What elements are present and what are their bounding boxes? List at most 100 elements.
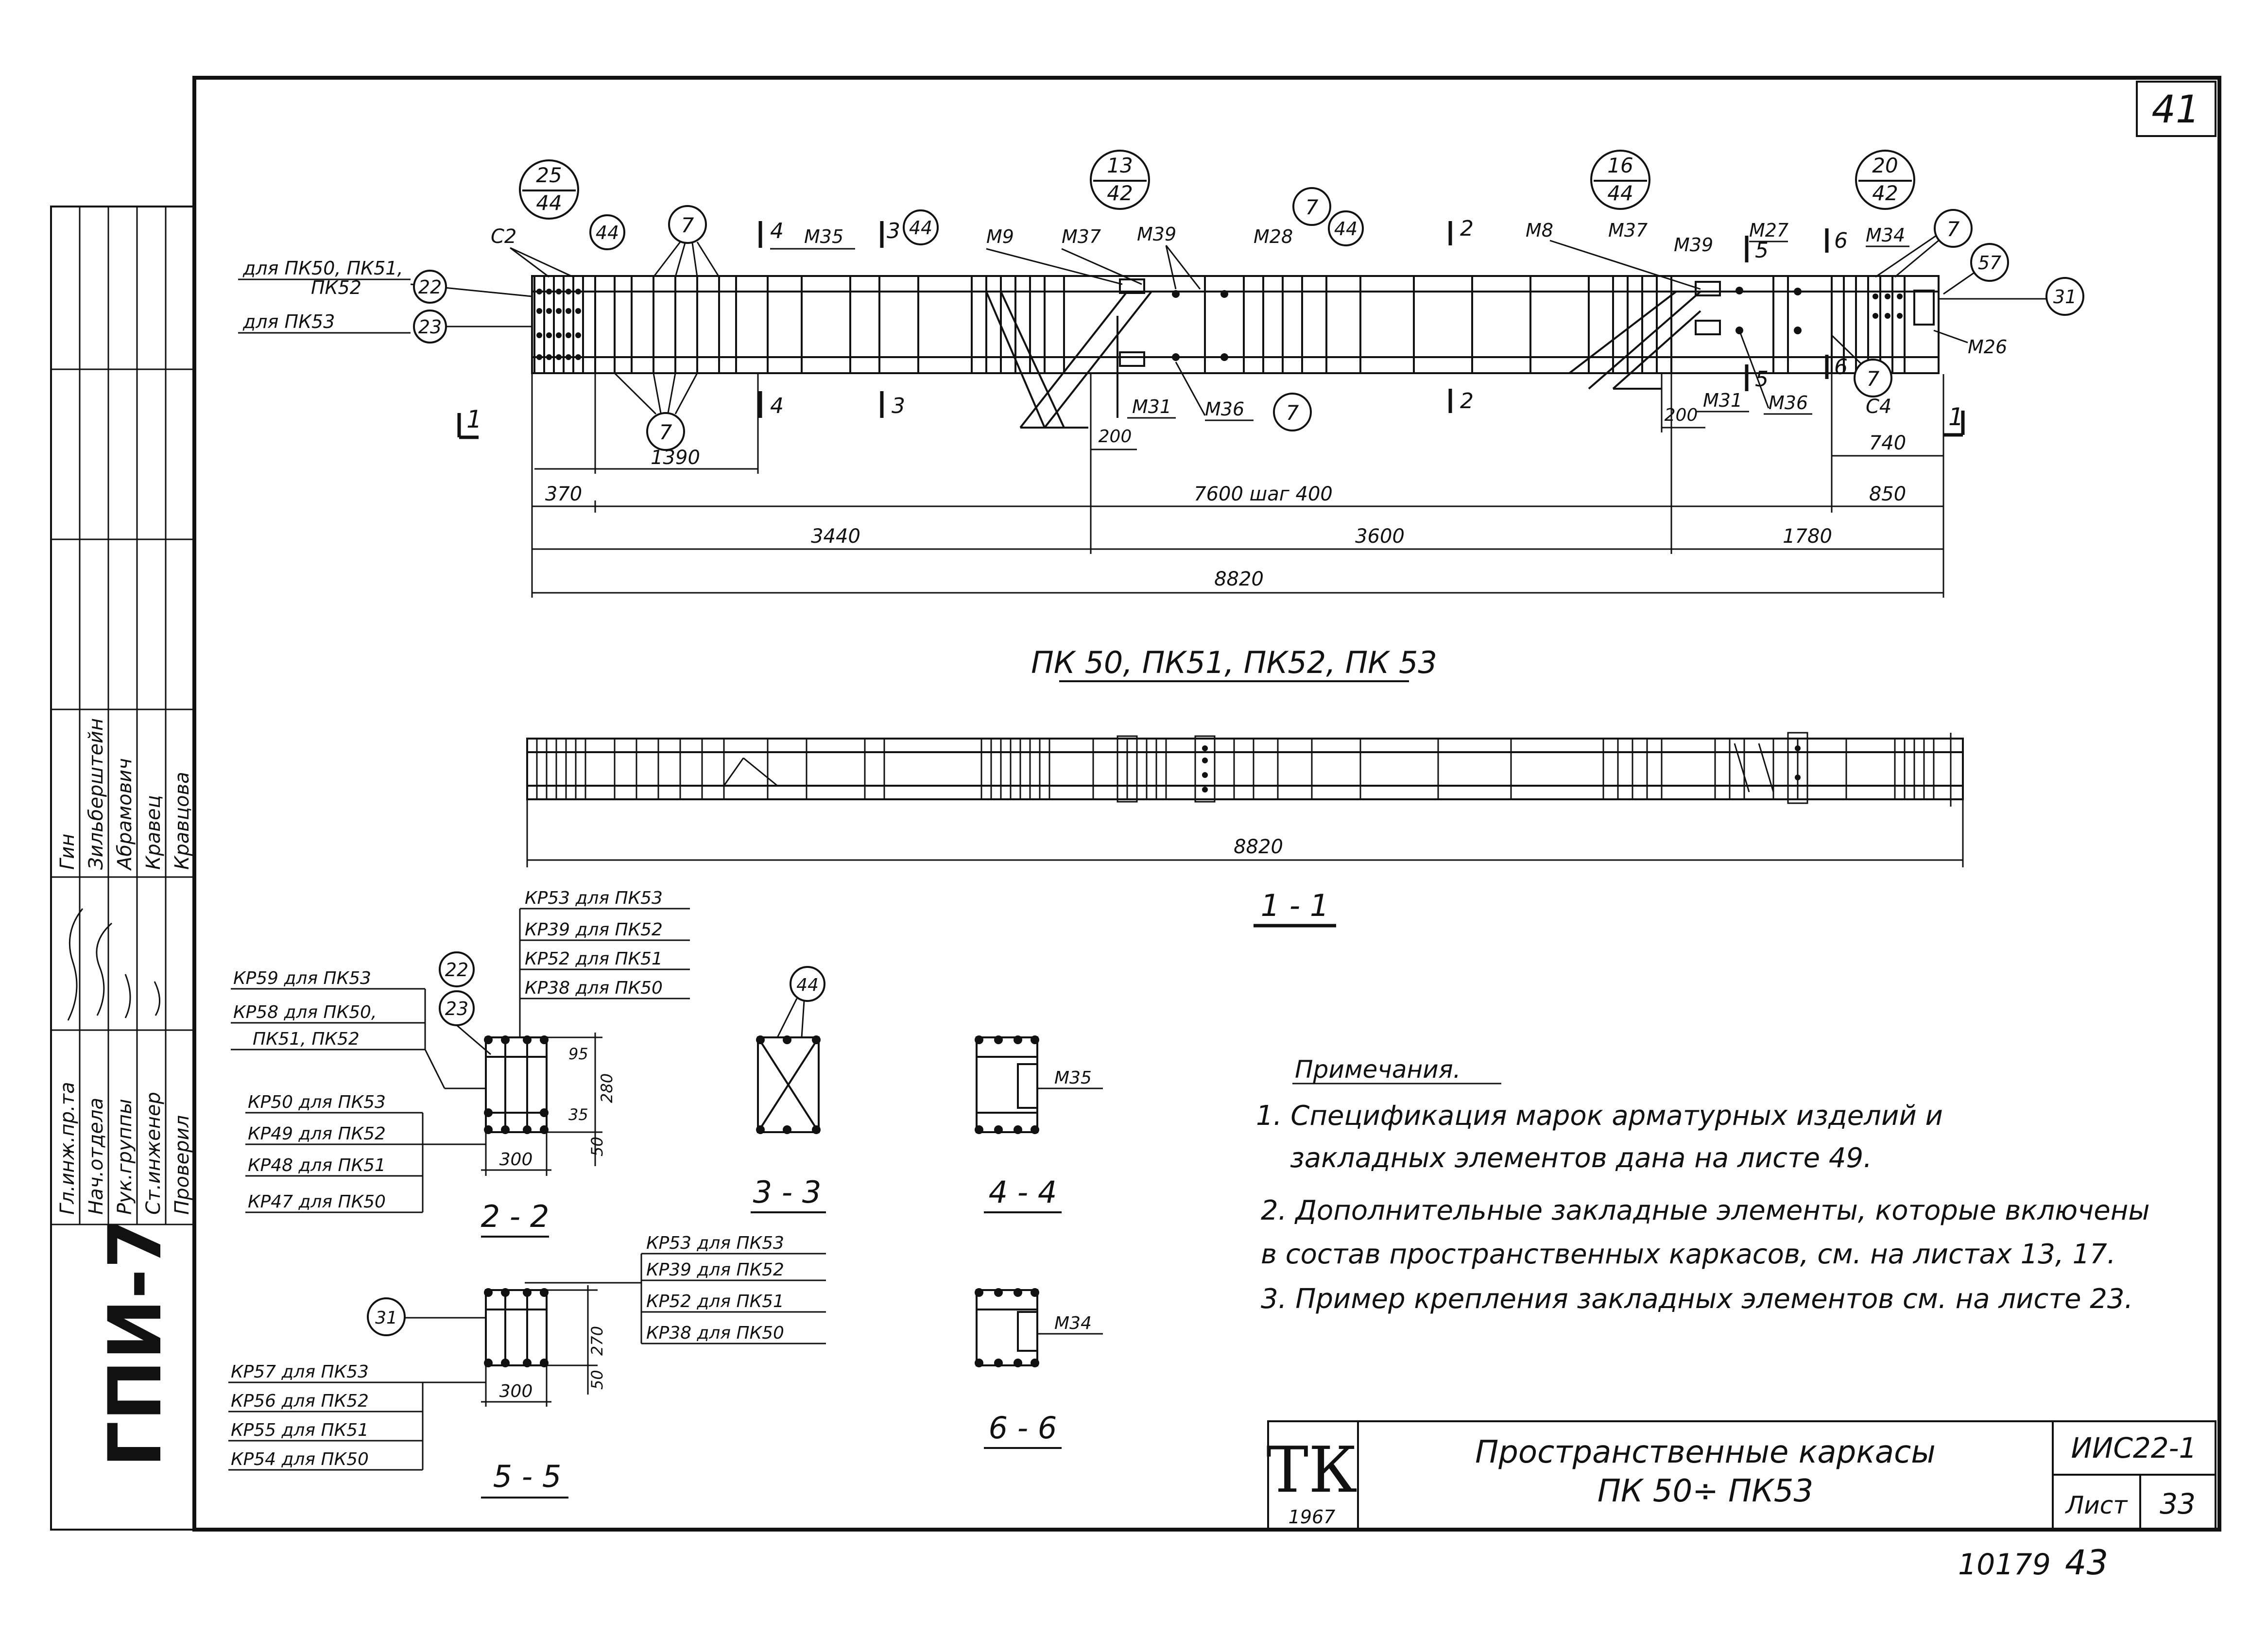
svg-text:7: 7: [659, 420, 672, 444]
svg-text:7: 7: [1947, 217, 1960, 241]
section-6-6: М34 6 - 6: [975, 1288, 1103, 1449]
note-1-line1: 1. Спецификация марок арматурных изделий…: [1256, 1100, 1943, 1132]
label-c4: С4: [1866, 396, 1891, 418]
svg-text:7: 7: [1306, 195, 1319, 219]
s55-right-3: КР52 для ПК51: [646, 1292, 784, 1311]
s55-dim-300: 300: [499, 1381, 533, 1401]
stamp-role-2: Нач.отдела: [85, 1098, 107, 1215]
ref-44-c: 44: [1328, 210, 1364, 246]
label-c2: С2: [491, 225, 516, 248]
dim-3440: 3440: [811, 525, 860, 548]
ref-23-s22: 23: [445, 998, 468, 1019]
s55-dim-270: 270: [588, 1326, 606, 1356]
s55-bottom-4: КР54 для ПК50: [231, 1449, 369, 1469]
svg-text:16: 16: [1607, 154, 1633, 177]
dim-740: 740: [1869, 432, 1906, 454]
s22-right-3: КР52 для ПК51: [525, 949, 663, 969]
stamp-role-1: Гл.инж.пр.та: [56, 1082, 79, 1215]
ref-7-e: 7: [1875, 209, 1973, 278]
s44-caption: 4 - 4: [989, 1174, 1057, 1210]
ref-31-s55: 31: [375, 1308, 397, 1328]
ref-44-s33: 44: [796, 975, 819, 995]
section-4-4: М35 4 - 4: [975, 1035, 1103, 1213]
footer-number-left: 10179: [1958, 1548, 2051, 1582]
dim-850: 850: [1869, 483, 1906, 505]
svg-text:7: 7: [1867, 367, 1880, 391]
stamp-role-4: Ст.инженер: [142, 1092, 165, 1215]
note-2-line2: в состав пространственных каркасов, см. …: [1261, 1239, 2116, 1270]
logo-tk: ТК: [1266, 1433, 1357, 1507]
title-block: ТК 1967 Пространственные каркасы ПК 50÷ …: [1266, 1420, 2216, 1531]
section-mark-3-bottom: 3: [892, 394, 905, 418]
section-3-3: 44 3 - 3: [751, 966, 826, 1213]
footer-number-right: 43: [2065, 1543, 2108, 1583]
label-for-pk53: для ПК53: [242, 311, 335, 332]
stamp-name-4: Кравец: [142, 795, 165, 870]
ref-7-d: 7: [1273, 393, 1312, 431]
s22-dim-95: 95: [568, 1045, 588, 1063]
section-mark-3-top: 3: [887, 219, 900, 243]
callout-16-44: 16 44: [1590, 150, 1650, 210]
svg-text:44: 44: [1334, 218, 1357, 240]
s22-left-3: ПК51, ПК52: [253, 1029, 360, 1049]
ref-31-main: 31: [1939, 277, 2084, 316]
s22-dim-50: 50: [588, 1137, 606, 1156]
s55-right-2: КР39 для ПК52: [646, 1260, 784, 1280]
mark-m37-a: М37: [1062, 226, 1101, 247]
sheet-label: Лист: [2065, 1491, 2129, 1519]
svg-text:7: 7: [681, 213, 694, 237]
dim-8820-1-1: 8820: [1234, 836, 1283, 858]
mark-m35: М35: [804, 226, 843, 247]
ref-23-main: 23: [418, 316, 442, 338]
ref-22-s22: 22: [445, 959, 468, 981]
mark-m8: М8: [1526, 220, 1553, 241]
note-1-line2: закладных элементов дана на листе 49.: [1290, 1142, 1872, 1174]
s22-right-4: КР38 для ПК50: [525, 978, 663, 998]
section-5-5: 31 КР53 для ПК53 КР39 для ПК52 КР52 для …: [228, 1233, 826, 1499]
ref-7-b: 7: [614, 372, 698, 451]
stamp-role-5: Проверил: [171, 1115, 193, 1215]
view-1-1: 8820 1 - 1: [526, 732, 1964, 928]
corner-number: 41: [2151, 88, 2199, 132]
dim-1390: 1390: [651, 447, 700, 469]
svg-text:44: 44: [596, 222, 619, 243]
section-mark-5-bottom: 5: [1755, 367, 1769, 392]
s22-dim-35: 35: [568, 1105, 588, 1124]
s22-dim-280: 280: [598, 1073, 616, 1103]
main-elevation: 25 44 13 42 16 44 20 42 для ПК50, ПК51, …: [238, 150, 2084, 682]
section-mark-2-bottom: 2: [1460, 389, 1474, 414]
s55-bottom-3: КР55 для ПК51: [231, 1420, 369, 1440]
stamp-name-1: Гин: [56, 834, 79, 870]
s22-dim-300: 300: [499, 1150, 533, 1170]
dim-370: 370: [545, 483, 582, 505]
ref-44-a: 44: [589, 214, 625, 250]
svg-text:57: 57: [1978, 252, 2001, 274]
main-caption: ПК 50, ПК51, ПК52, ПК 53: [1031, 645, 1437, 680]
s22-left-2: КР58 для ПК50,: [233, 1002, 377, 1022]
callout-25-44: 25 44: [519, 159, 579, 220]
mark-m28: М28: [1254, 226, 1293, 247]
dim-200-a: 200: [1099, 427, 1132, 447]
mark-m36-b: М36: [1769, 392, 1808, 414]
mark-m39-b: М39: [1674, 234, 1713, 256]
ref-7-a: 7: [653, 205, 720, 277]
dim-1780: 1780: [1783, 525, 1832, 548]
stamp-code: ГПИ-7: [93, 1218, 178, 1467]
section-mark-6-bottom: 6: [1834, 355, 1848, 379]
section-mark-4-bottom: 4: [770, 394, 784, 418]
s55-bottom-2: КР56 для ПК52: [231, 1391, 369, 1411]
svg-text:42: 42: [1872, 181, 1898, 205]
note-3: 3. Пример крепления закладных элементов …: [1261, 1283, 2133, 1315]
ref-7-f: 7: [1831, 334, 1892, 397]
s55-dim-50: 50: [588, 1370, 606, 1390]
s44-mark: М35: [1054, 1068, 1092, 1088]
s22-caption: 2 - 2: [481, 1199, 550, 1234]
s55-right-1: КР53 для ПК53: [646, 1233, 784, 1253]
notes: Примечания. 1. Спецификация марок армату…: [1256, 1055, 2150, 1315]
callout-13-42: 13 42: [1090, 150, 1150, 210]
s66-mark: М34: [1054, 1313, 1092, 1333]
s22-left-1: КР59 для ПК53: [233, 968, 371, 988]
svg-text:44: 44: [1607, 181, 1633, 205]
side-stamp: Гл.инж.пр.та Нач.отдела Рук.группы Ст.ин…: [50, 206, 195, 1531]
